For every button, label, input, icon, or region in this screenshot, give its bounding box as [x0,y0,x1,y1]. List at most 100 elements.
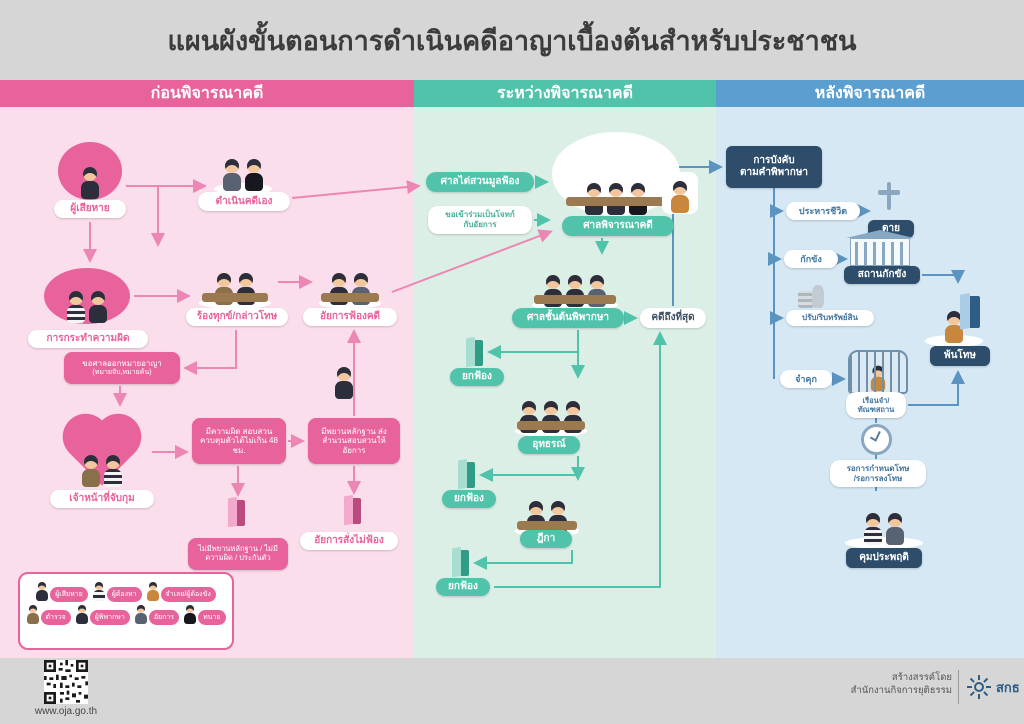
legend-row-2: ตำรวจ ผู้พิพากษา อัยการ ทนาย [24,605,228,625]
trial-court-label: ศาลพิจารณาคดี [562,216,674,236]
witness-stand-scene [662,172,698,214]
fine-label: ปรับ/ริบทรัพย์สิน [786,310,874,326]
enforcement-line2: ตามคำพิพากษา [739,167,809,178]
no-evidence-box: ไม่มีพยานหลักฐาน / ไม่มีความผิด / ประกัน… [188,538,288,570]
joint-line2: กับอัยการ [463,220,497,229]
victim-label: ผู้เสียหาย [54,200,126,218]
joint-plaintiff-label: ขอเข้าร่วมเป็นโจทก์ กับอัยการ [428,206,532,234]
released-character [944,311,964,344]
pink-ellipse [44,268,130,324]
suspended-line2: /รอการลงโทษ [853,473,903,483]
detention-building-icon [850,238,910,266]
warrant-box: ขอศาลออกหมายอาญา (หมายจับ,หมายค้น) [64,352,180,384]
prosecutor-files-label: อัยการฟ้องคดี [303,308,397,326]
grave-cross-icon [874,182,904,216]
title-bar: แผนผังขั้นตอนการดำเนินคดีอาญาเบื้องต้นสำ… [0,0,1024,80]
plaintiff-character [222,159,242,192]
victim-character [80,167,100,200]
final-case-label: คดีถึงที่สุด [640,308,706,328]
warrant-line1: ขอศาลออกหมายอาญา [82,359,162,368]
dismiss-door-icon [458,462,475,488]
examine-complaint-label: ศาลไต่สวนมูลฟ้อง [426,172,534,192]
lawyer-character [244,159,264,192]
first-instance-label: ศาลชั้นต้นพิพากษา [512,308,624,328]
first-instance-scene [528,258,622,311]
arrest-scene [56,412,148,488]
legend-label: ตำรวจ [40,610,71,625]
legend-item-prosecutor: อัยการ [134,605,180,625]
imprisonment-label: จำคุก [780,370,832,388]
prison-bars-icon [848,350,908,394]
credit-line1: สร้างสรรค์โดย [891,672,952,683]
evidence-courier-scene [330,362,358,400]
legend-item-judge: ผู้พิพากษา [75,605,130,625]
fine-money-icon [798,284,824,309]
enforcement-line1: การบังคับ [753,155,795,166]
defendant-icon [146,582,159,602]
probation-label: คุมประพฤติ [846,548,922,568]
police-character [81,455,101,488]
footer-bar [0,658,1024,724]
desk [321,293,379,302]
case-end-door-icon [228,500,245,526]
warrant-line2: (หมายจับ,หมายค้น) [92,368,152,376]
complaint-scene [196,252,274,309]
appeal-label: อุทธรณ์ [518,436,580,454]
joint-line1: ขอเข้าร่วมเป็นโจทก์ [445,210,515,220]
desk [202,293,268,302]
offense-scene [44,268,130,324]
section-before-header: ก่อนพิจารณาคดี [0,80,414,107]
judge-bench [517,521,577,530]
dismiss-door-icon [466,340,483,366]
section-after-header: หลังพิจารณาคดี [716,80,1024,107]
dismiss-label-1: ยกฟ้อง [450,368,504,386]
legend-row-1: ผู้เสียหาย ผู้ต้องหา จำเลย/ผู้ต้องขัง [24,582,228,602]
investigate-box: มีความผิด สอบสวน ควบคุมตัวได้ไม่เกิน 48 … [192,418,286,464]
suspended-sentence-label: รอการกำหนดโทษ /รอการลงโทษ [830,460,926,487]
prosecutor-files-scene [316,252,384,309]
org-emblem-icon [967,675,991,699]
released-scene [922,288,986,347]
credit-line2: สำนักงานกิจการยุติธรรม [850,684,952,696]
no-prosecution-label: อัยการสั่งไม่ฟ้อง [300,532,398,550]
prison-label: เรือนจำ/ ทัณฑสถาน [846,392,906,418]
dismiss-label-2: ยกฟ้อง [442,490,496,508]
lawyer-icon [184,605,197,625]
self-case-scene [212,152,274,195]
appeal-court-scene [512,382,590,437]
legend-box: ผู้เสียหาย ผู้ต้องหา จำเลย/ผู้ต้องขัง ตำ… [18,572,234,650]
supreme-label: ฎีกา [520,530,572,548]
self-case-label: ดำเนินคดีเอง [198,192,290,211]
dismiss-door-icon [452,550,469,576]
website-url: www.oja.go.th [34,706,98,717]
heart-shape [69,420,135,486]
detention-center-label: สถานกักขัง [844,266,920,284]
probationer-character [863,513,883,546]
org-logo: สกธ [966,674,1020,700]
section-during-header: ระหว่างพิจารณาคดี [414,80,716,107]
victim-scene [58,142,122,200]
prison-line2: ทัณฑสถาน [857,405,895,414]
waiting-clock-icon [861,424,892,455]
probation-scene [842,492,926,549]
no-prosecution-door-icon [344,498,361,524]
credit-text: สร้างสรรค์โดย สำนักงานกิจการยุติธรรม [772,672,952,698]
suspended-line1: รอการกำหนดโทษ [846,463,910,473]
prison-line1: เรือนจำ/ [862,396,890,405]
legend-label: ผู้เสียหาย [50,587,88,602]
legend-label: จำเลย/ผู้ต้องขัง [160,587,216,602]
complaint-label: ร้องทุกข์/กล่าวโทษ [186,308,288,326]
victim-icon [36,582,49,602]
legend-item-police: ตำรวจ [26,605,71,625]
officer-character [334,367,354,400]
legend-label: ทนาย [198,610,226,625]
suspect-icon [92,582,105,602]
legend-item-victim: ผู้เสียหาย [36,582,88,602]
enforcement-box: การบังคับ ตามคำพิพากษา [726,146,822,188]
probation-officer-character [885,513,905,546]
dismiss-label-3: ยกฟ้อง [436,578,490,596]
legend-item-suspect: ผู้ต้องหา [92,582,142,602]
send-evidence-box: มีพยานหลักฐาน ส่งสำนวนสอบสวนให้อัยการ [308,418,400,464]
police-icon [26,605,39,625]
